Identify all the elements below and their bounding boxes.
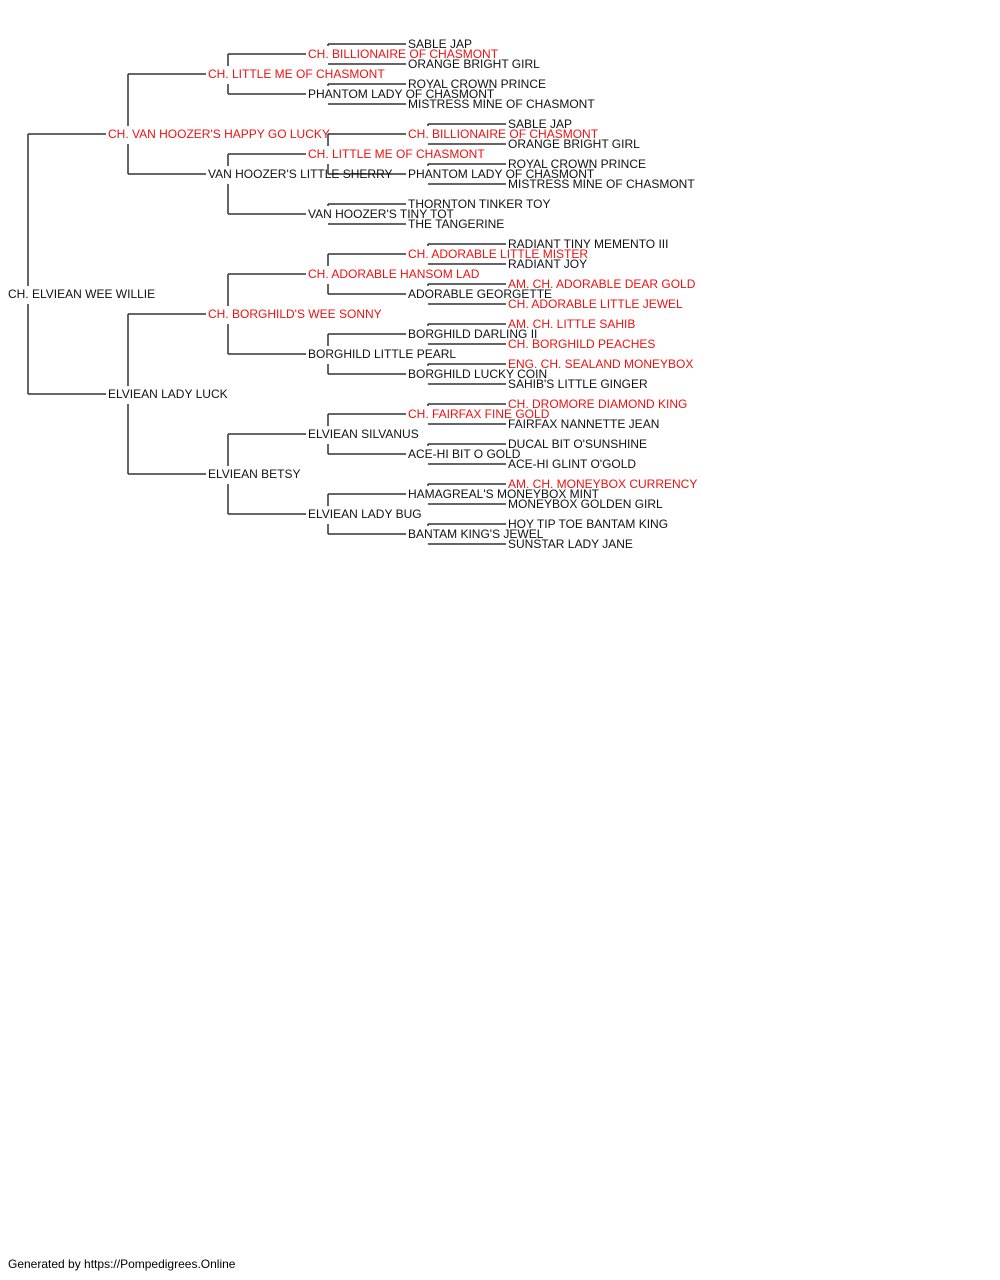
dog-name: ELVIEAN LADY LUCK <box>108 387 228 401</box>
champion-dog-name: CH. ADORABLE HANSOM LAD <box>308 267 480 281</box>
dog-name: MONEYBOX GOLDEN GIRL <box>508 497 663 511</box>
champion-dog-name: CH. FAIRFAX FINE GOLD <box>408 407 550 421</box>
champion-dog-name: CH. BILLIONAIRE OF CHASMONT <box>308 47 499 61</box>
dog-name: VAN HOOZER'S LITTLE SHERRY <box>208 167 393 181</box>
dog-name: RADIANT TINY MEMENTO III <box>508 237 668 251</box>
champion-dog-name: CH. LITTLE ME OF CHASMONT <box>308 147 485 161</box>
champion-dog-name: CH. VAN HOOZER'S HAPPY GO LUCKY <box>108 127 330 141</box>
dog-name: DUCAL BIT O'SUNSHINE <box>508 437 647 451</box>
dog-name: SABLE JAP <box>408 37 472 51</box>
dog-name: FAIRFAX NANNETTE JEAN <box>508 417 659 431</box>
champion-dog-name: CH. LITTLE ME OF CHASMONT <box>208 67 385 81</box>
dog-name: VAN HOOZER'S TINY TOT <box>308 207 455 221</box>
dog-name: ORANGE BRIGHT GIRL <box>408 57 540 71</box>
dog-name: THE TANGERINE <box>408 217 504 231</box>
dog-name: PHANTOM LADY OF CHASMONT <box>308 87 495 101</box>
dog-name: HAMAGREAL'S MONEYBOX MINT <box>408 487 600 501</box>
dog-name: ACE-HI GLINT O'GOLD <box>508 457 636 471</box>
dog-name: MISTRESS MINE OF CHASMONT <box>508 177 695 191</box>
dog-name: BANTAM KING'S JEWEL <box>408 527 544 541</box>
champion-dog-name: CH. DROMORE DIAMOND KING <box>508 397 687 411</box>
dog-name: HOY TIP TOE BANTAM KING <box>508 517 668 531</box>
champion-dog-name: CH. BORGHILD'S WEE SONNY <box>208 307 382 321</box>
champion-dog-name: ENG. CH. SEALAND MONEYBOX <box>508 357 693 371</box>
champion-dog-name: AM. CH. LITTLE SAHIB <box>508 317 635 331</box>
dog-name: ELVIEAN LADY BUG <box>308 507 422 521</box>
dog-name: SAHIB'S LITTLE GINGER <box>508 377 648 391</box>
dog-name: MISTRESS MINE OF CHASMONT <box>408 97 595 111</box>
champion-dog-name: AM. CH. ADORABLE DEAR GOLD <box>508 277 696 291</box>
footer-credit: Generated by https://Pompedigrees.Online <box>8 1257 236 1271</box>
pedigree-names: CH. ELVIEAN WEE WILLIE CH. VAN HOOZER'S H… <box>8 37 697 551</box>
dog-name: ROYAL CROWN PRINCE <box>508 157 646 171</box>
dog-name: ROYAL CROWN PRINCE <box>408 77 546 91</box>
connector-lines <box>27 43 506 545</box>
dog-name: SABLE JAP <box>508 117 572 131</box>
dog-name: RADIANT JOY <box>508 257 587 271</box>
dog-name: PHANTOM LADY OF CHASMONT <box>408 167 595 181</box>
dog-name: BORGHILD LITTLE PEARL <box>308 347 456 361</box>
dog-name: ADORABLE GEORGETTE <box>408 287 552 301</box>
champion-dog-name: CH. ADORABLE LITTLE MISTER <box>408 247 588 261</box>
dog-name: THORNTON TINKER TOY <box>408 197 550 211</box>
dog-name: ORANGE BRIGHT GIRL <box>508 137 640 151</box>
dog-name: ELVIEAN SILVANUS <box>308 427 419 441</box>
dog-name: BORGHILD LUCKY COIN <box>408 367 547 381</box>
dog-name: ACE-HI BIT O GOLD <box>408 447 521 461</box>
champion-dog-name: CH. ADORABLE LITTLE JEWEL <box>508 297 683 311</box>
dog-name: ELVIEAN BETSY <box>208 467 300 481</box>
dog-name: BORGHILD DARLING II <box>408 327 537 341</box>
champion-dog-name: AM. CH. MONEYBOX CURRENCY <box>508 477 697 491</box>
dog-name: CH. ELVIEAN WEE WILLIE <box>8 287 155 301</box>
champion-dog-name: CH. BILLIONAIRE OF CHASMONT <box>408 127 599 141</box>
dog-name: SUNSTAR LADY JANE <box>508 537 633 551</box>
champion-dog-name: CH. BORGHILD PEACHES <box>508 337 655 351</box>
